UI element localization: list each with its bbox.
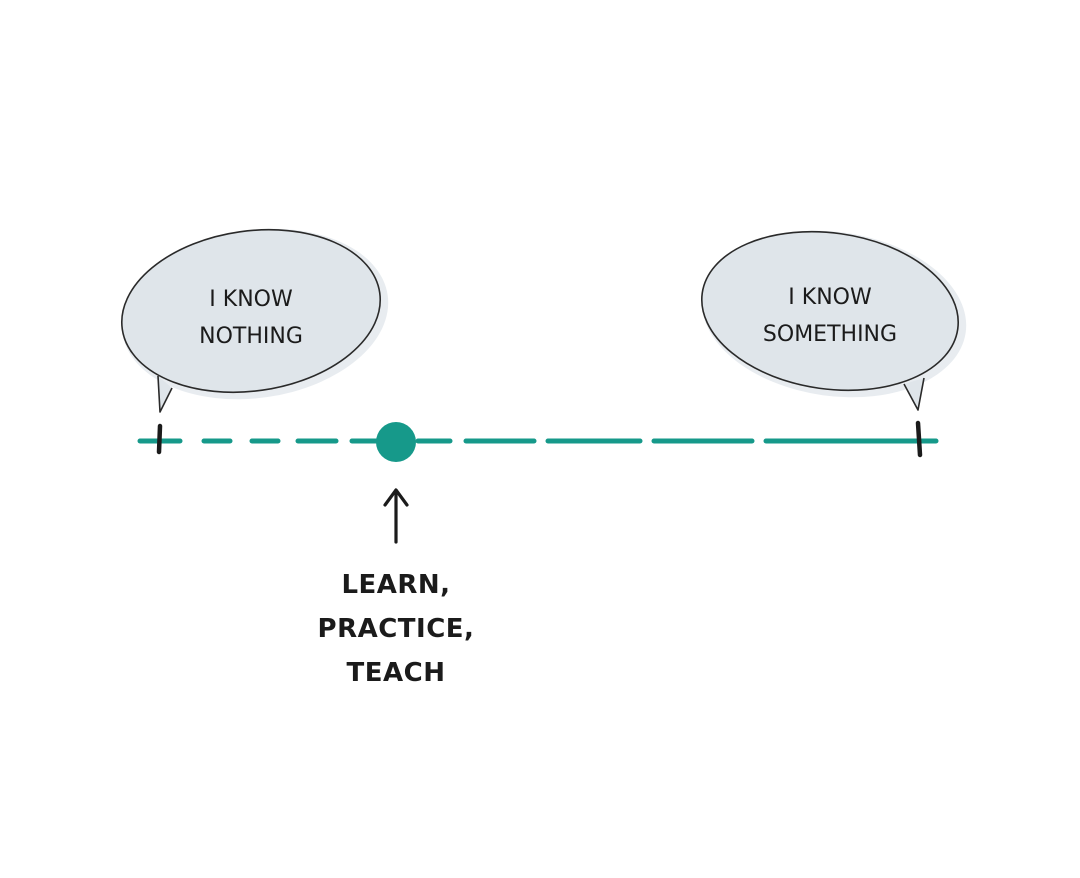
arrow-up-icon — [383, 488, 409, 544]
right-bubble-line-2: SOMETHING — [763, 322, 897, 347]
start-tick — [156, 423, 163, 455]
end-tick — [915, 420, 923, 458]
caption-line-3: TEACH — [347, 658, 446, 688]
right-speech-bubble: I KNOW SOMETHING — [700, 230, 967, 411]
marker-caption: LEARN, PRACTICE, TEACH — [318, 570, 475, 688]
left-bubble-line-1: I KNOW — [209, 287, 293, 312]
caption-line-1: LEARN, — [341, 570, 450, 600]
left-bubble-line-2: NOTHING — [199, 324, 303, 349]
filled-circle-icon — [376, 422, 416, 462]
right-bubble-line-1: I KNOW — [788, 285, 872, 310]
caption-line-2: PRACTICE, — [318, 614, 475, 644]
left-speech-bubble: I KNOW NOTHING — [120, 228, 389, 413]
